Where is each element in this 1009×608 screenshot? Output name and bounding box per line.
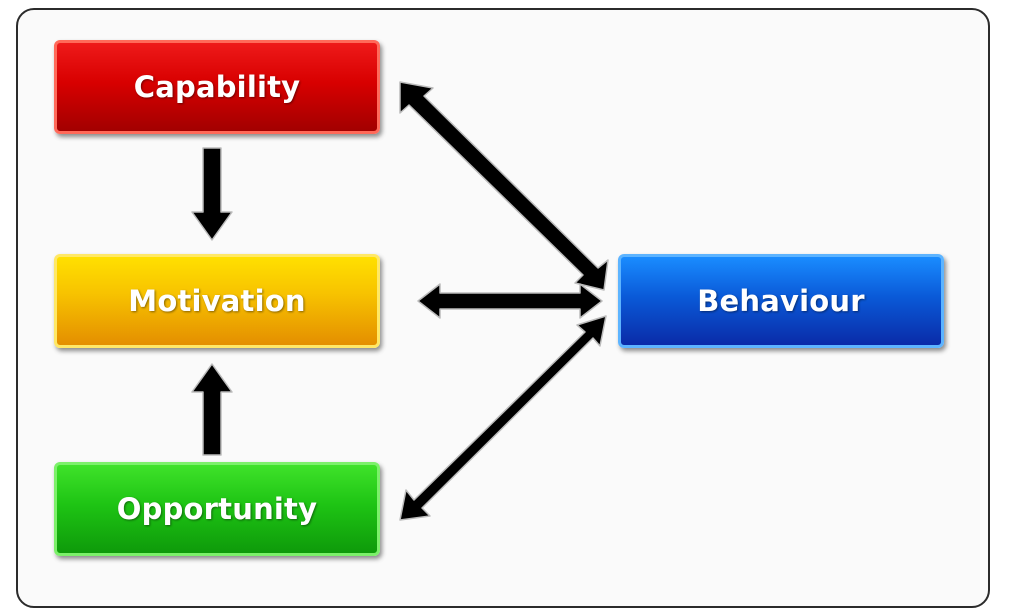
node-motivation: Motivation (54, 254, 380, 348)
arrow-opportunity-behaviour (399, 315, 607, 521)
node-motivation-label: Motivation (128, 284, 306, 318)
arrow-capability-to-motivation (191, 147, 233, 241)
arrow-motivation-behaviour (417, 283, 603, 319)
arrow-capability-behaviour (399, 81, 609, 291)
node-opportunity: Opportunity (54, 462, 380, 556)
node-behaviour-label: Behaviour (697, 284, 865, 318)
node-opportunity-label: Opportunity (116, 492, 318, 526)
node-capability-label: Capability (133, 70, 301, 104)
arrows-layer (191, 81, 609, 521)
node-capability: Capability (54, 40, 380, 134)
arrow-opportunity-to-motivation (191, 363, 233, 456)
node-behaviour: Behaviour (618, 254, 944, 348)
